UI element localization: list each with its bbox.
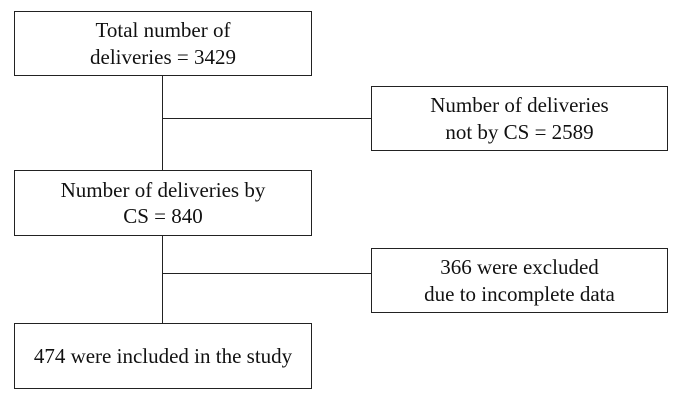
cs-deliveries-box: Number of deliveries by CS = 840 (14, 170, 312, 236)
excluded-box: 366 were excluded due to incomplete data (371, 248, 668, 313)
connector-branch-excluded (162, 273, 371, 275)
connector-branch-not-cs (162, 118, 371, 120)
not-cs-deliveries-line1: Number of deliveries (430, 93, 609, 118)
total-deliveries-line2: deliveries = 3429 (90, 44, 236, 69)
not-cs-deliveries-box: Number of deliveries not by CS = 2589 (371, 86, 668, 151)
total-deliveries-box: Total number of deliveries = 3429 (14, 11, 312, 76)
included-box: 474 were included in the study (14, 323, 312, 389)
excluded-line2: due to incomplete data (424, 281, 615, 306)
included-line1: 474 were included in the study (33, 343, 293, 368)
cs-deliveries-line2: CS = 840 (123, 204, 203, 228)
total-deliveries-line1: Total number of (95, 18, 231, 43)
cs-deliveries-line1: Number of deliveries by (60, 177, 266, 202)
connector-total-to-cs (162, 76, 164, 170)
excluded-line1: 366 were excluded (440, 255, 599, 280)
connector-cs-to-included (162, 236, 164, 323)
not-cs-deliveries-line2: not by CS = 2589 (445, 119, 594, 144)
